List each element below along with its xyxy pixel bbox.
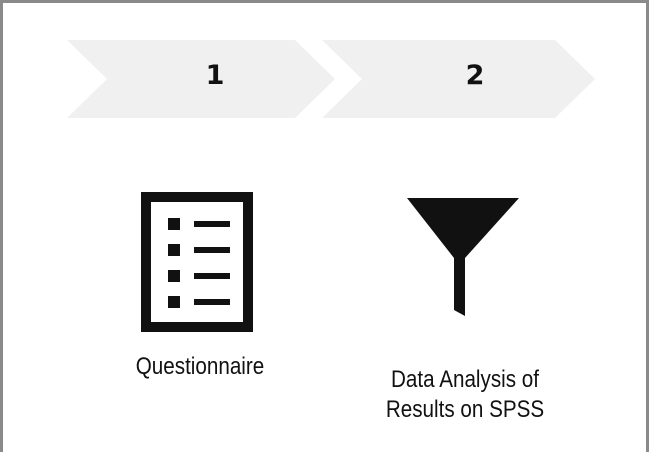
line-4 — [194, 299, 230, 305]
step-2-label: Data Analysis of Results on SPSS — [385, 366, 545, 423]
bullet-3 — [168, 270, 180, 282]
step-1-number: 1 — [205, 60, 225, 91]
bullet-1 — [168, 218, 180, 230]
line-1 — [194, 221, 230, 227]
line-3 — [194, 273, 230, 279]
step-1-chevron — [67, 40, 335, 118]
funnel-icon — [407, 198, 519, 316]
bullet-4 — [168, 296, 180, 308]
step-1-label: Questionnaire — [135, 353, 265, 380]
step-2-chevron — [322, 40, 595, 118]
bullet-2 — [168, 244, 180, 256]
line-2 — [194, 247, 230, 253]
step-2-number: 2 — [465, 60, 485, 91]
checklist-icon — [141, 192, 253, 332]
